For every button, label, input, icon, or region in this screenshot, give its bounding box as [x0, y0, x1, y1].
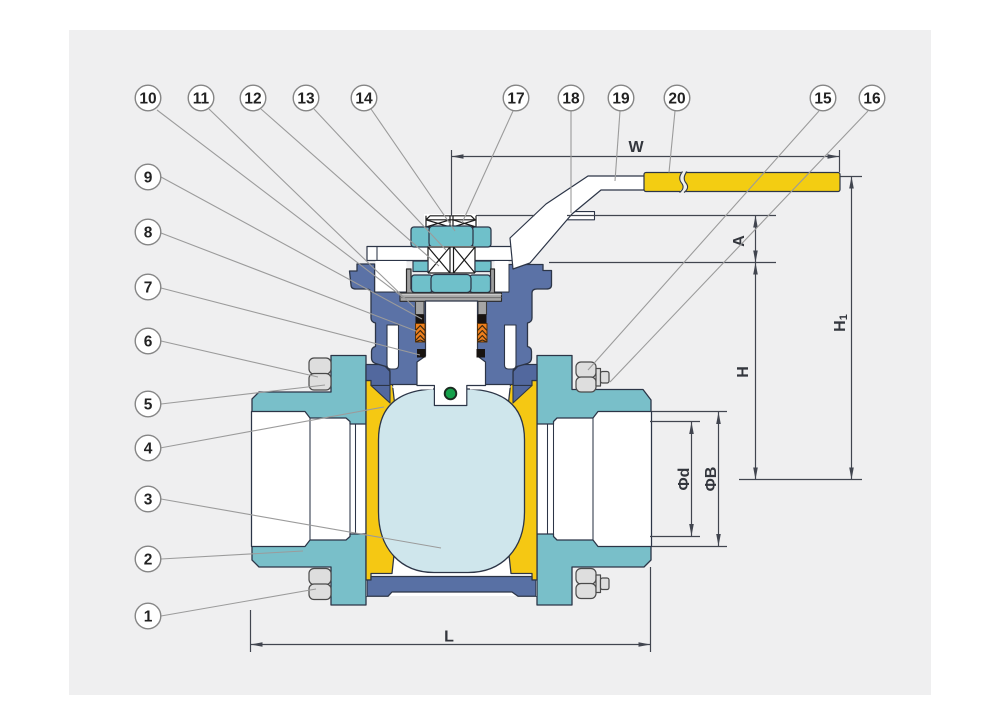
svg-text:5: 5	[144, 397, 153, 414]
svg-text:11: 11	[193, 91, 210, 108]
svg-text:18: 18	[562, 91, 580, 108]
svg-text:H: H	[735, 366, 752, 378]
svg-text:16: 16	[863, 91, 881, 108]
svg-text:W: W	[628, 139, 644, 156]
svg-text:6: 6	[144, 334, 153, 351]
svg-text:7: 7	[144, 280, 153, 297]
svg-text:20: 20	[668, 91, 685, 108]
svg-text:4: 4	[144, 441, 153, 458]
svg-text:9: 9	[144, 170, 153, 187]
svg-text:12: 12	[244, 91, 261, 108]
svg-text:17: 17	[507, 91, 524, 108]
svg-text:2: 2	[144, 552, 153, 569]
svg-text:1: 1	[144, 609, 153, 626]
svg-text:A: A	[731, 235, 748, 247]
svg-text:8: 8	[144, 225, 153, 242]
svg-text:15: 15	[814, 91, 832, 108]
svg-text:L: L	[444, 629, 454, 646]
svg-text:10: 10	[139, 91, 156, 108]
svg-text:19: 19	[612, 91, 630, 108]
svg-text:Φd: Φd	[676, 468, 693, 491]
svg-text:3: 3	[144, 492, 153, 509]
svg-text:13: 13	[297, 91, 315, 108]
svg-text:14: 14	[355, 91, 373, 108]
svg-text:ΦB: ΦB	[703, 467, 720, 492]
